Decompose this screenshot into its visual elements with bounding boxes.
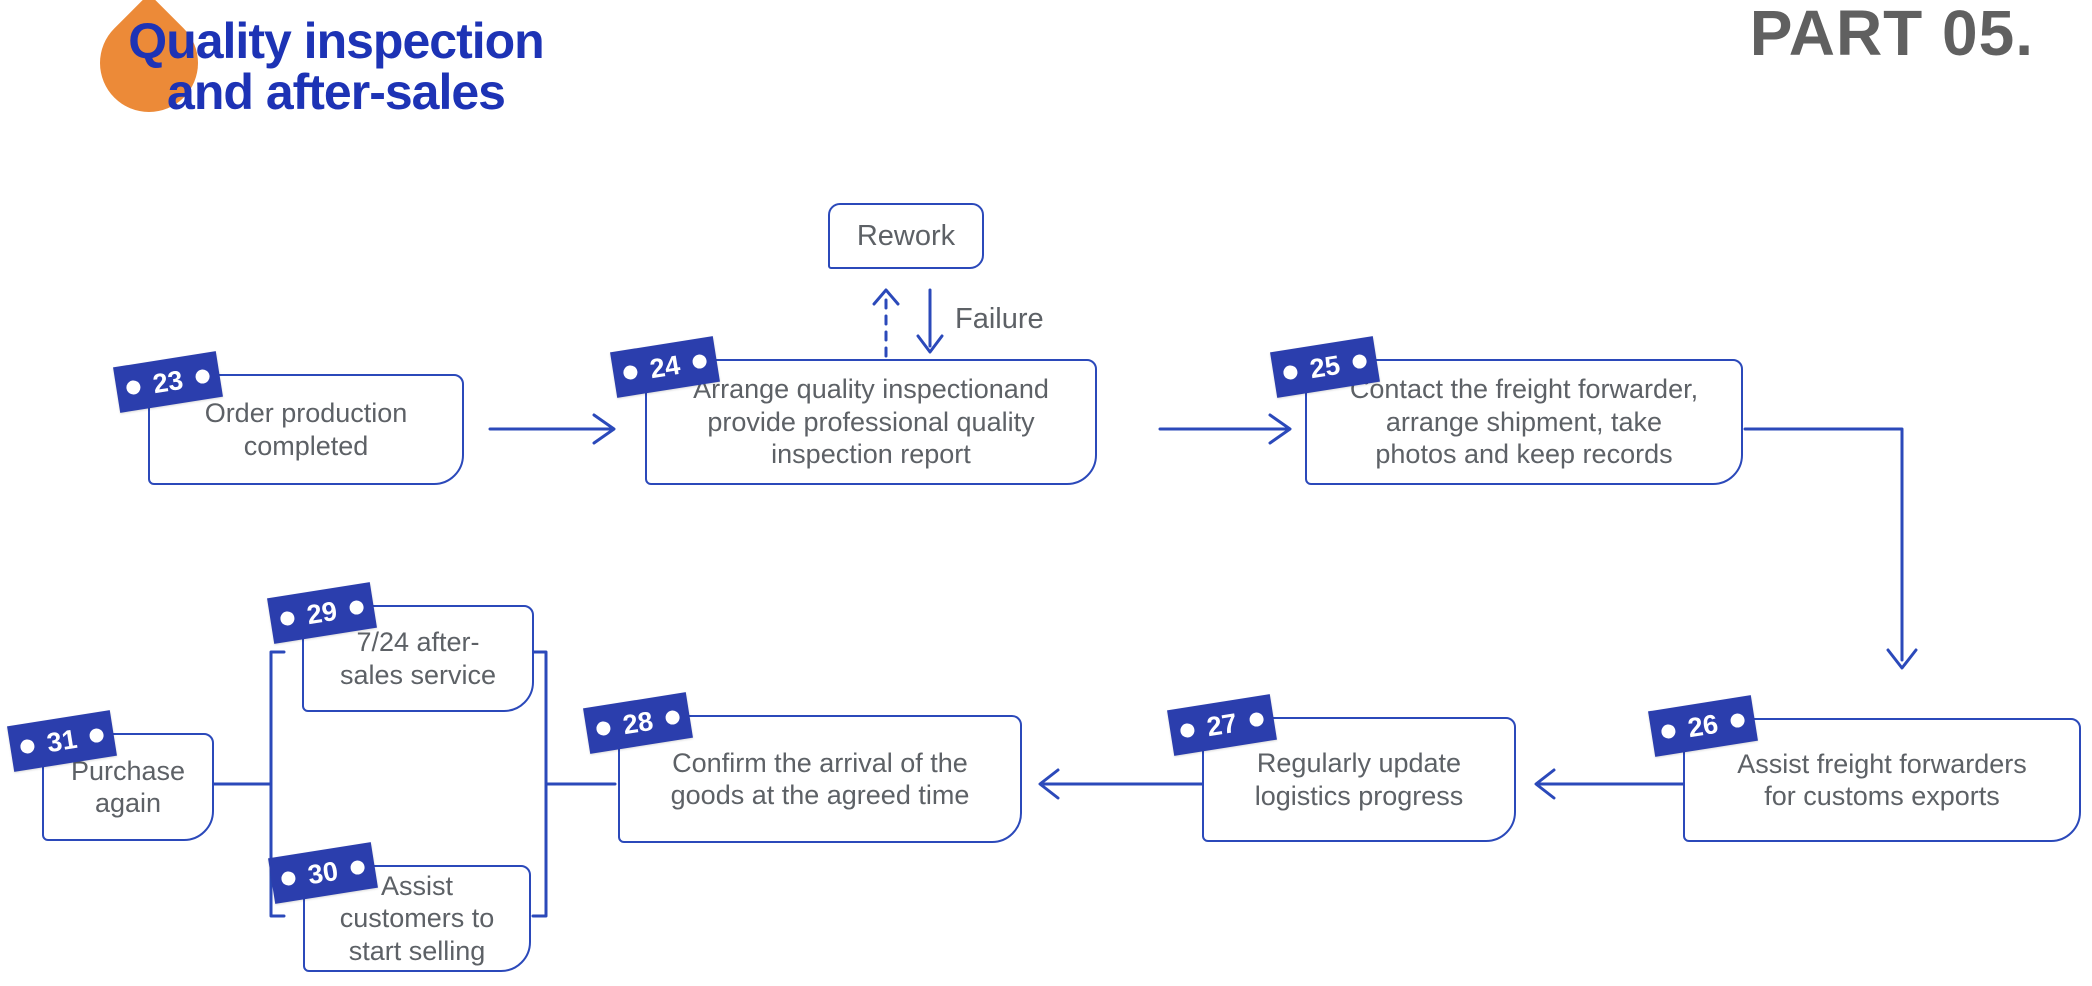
failure-label: Failure [955,303,1044,335]
tag-hole-left-icon [1179,722,1196,739]
tag-hole-right-icon [348,599,365,616]
arrowhead-26-27 [1534,768,1556,800]
page-title-line1: Quality inspection [128,13,544,69]
node-label-23: Order production completed [204,398,408,461]
flow-node-26: 26 Assist freight forwarders for customs… [1648,695,2081,842]
arrowhead-27-28 [1038,768,1060,800]
tag-hole-left-icon [125,379,142,396]
tag-hole-right-icon [88,727,105,744]
arrow-25-26 [1743,427,1904,662]
flow-node-31: 31 Purchase again [7,710,214,841]
node-label-29: 7/24 after- sales service [339,627,497,690]
flow-node-24: 24 Arrange quality inspectionand provide… [610,336,1097,485]
tag-hole-left-icon [1282,364,1299,381]
step-number-26: 26 [1685,708,1721,743]
node-label-26: Assist freight forwarders for customs ex… [1737,748,2027,811]
node-label-24: Arrange quality inspectionand provide pr… [693,374,1049,470]
arrowhead-24-25 [1268,413,1292,445]
page-title-line2: and after-sales [167,64,506,120]
node-label-31: Purchase again [70,755,186,818]
flow-node-23: 23 Order production completed [113,351,464,485]
flow-node-30: 30 Assist customers to start selling [268,842,531,972]
tag-hole-right-icon [349,859,366,876]
arrowhead-25-26 [1886,648,1918,670]
step-number-30: 30 [305,855,341,890]
tag-hole-right-icon [194,368,211,385]
node-label-25: Contact the freight forwarder, arrange s… [1349,374,1699,470]
tag-hole-right-icon [1248,711,1265,728]
tag-hole-left-icon [19,738,36,755]
node-label-27: Regularly update logistics progress [1254,748,1464,811]
tag-hole-right-icon [691,353,708,370]
arrowhead-to-rework [872,288,900,306]
tag-hole-left-icon [622,364,639,381]
flow-node-27: 27 Regularly update logistics progress [1167,694,1516,842]
step-number-27: 27 [1204,707,1240,742]
step-number-29: 29 [304,595,340,630]
tag-hole-right-icon [1729,712,1746,729]
tag-hole-left-icon [595,720,612,737]
step-number-23: 23 [150,364,186,399]
step-number-28: 28 [620,705,656,740]
node-label-28: Confirm the arrival of the goods at the … [670,747,970,810]
arrowhead-failure [916,334,944,354]
step-number-tag-28: 28 [583,692,693,754]
flow-node-28: 28 Confirm the arrival of the goods at t… [583,692,1022,843]
flow-node-25: 25 Contact the freight forwarder, arrang… [1270,336,1743,485]
step-number-25: 25 [1307,349,1343,384]
arrowhead-23-24 [592,413,616,445]
flow-node-29: 29 7/24 after- sales service [267,582,534,712]
tag-hole-left-icon [279,610,296,627]
page-title: Quality inspection and after-sales [98,16,574,118]
step-number-24: 24 [647,349,683,384]
tag-hole-right-icon [1351,353,1368,370]
rework-label: Rework [856,219,956,252]
tag-hole-left-icon [1660,723,1677,740]
rework-box: Rework [828,203,984,269]
bracket-right [531,650,548,918]
step-number-31: 31 [44,723,80,758]
tag-hole-right-icon [664,709,681,726]
tag-hole-left-icon [280,870,297,887]
node-label-30: Assist customers to start selling [339,870,495,966]
part-number-label: PART 05. [1749,0,2034,69]
